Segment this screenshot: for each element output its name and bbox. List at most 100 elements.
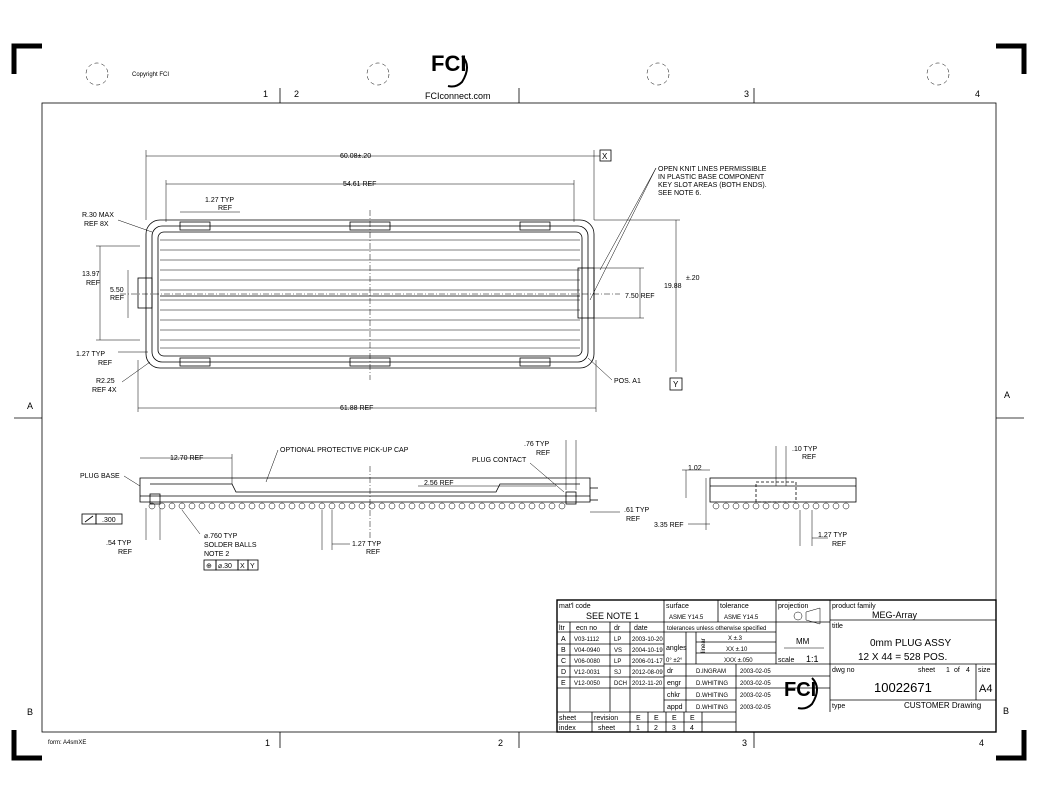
svg-text:linear: linear bbox=[701, 638, 707, 653]
svg-text:sheet: sheet bbox=[559, 715, 576, 722]
svg-text:sheet: sheet bbox=[598, 725, 615, 732]
svg-text:.10 TYP: .10 TYP bbox=[792, 446, 817, 453]
svg-text:2: 2 bbox=[498, 738, 503, 748]
svg-text:4: 4 bbox=[979, 738, 984, 748]
svg-text:REF: REF bbox=[110, 295, 124, 302]
svg-text:product family: product family bbox=[832, 603, 876, 610]
svg-text:LP: LP bbox=[614, 659, 621, 665]
svg-text:2003-10-20: 2003-10-20 bbox=[632, 637, 663, 643]
svg-text:REF: REF bbox=[98, 360, 112, 367]
dim-ref-length: 54.61 REF bbox=[343, 181, 376, 188]
svg-text:4: 4 bbox=[690, 725, 694, 732]
svg-text:19.88: 19.88 bbox=[664, 283, 682, 290]
svg-text:REF: REF bbox=[366, 549, 380, 556]
svg-text:D: D bbox=[561, 669, 566, 676]
svg-text:V03-1112: V03-1112 bbox=[574, 637, 600, 643]
title-block: mat'l code SEE NOTE 1 surface ASME Y14.5… bbox=[556, 599, 997, 733]
dim-61-88: 61.88 REF bbox=[340, 405, 373, 412]
svg-text:PLUG CONTACT: PLUG CONTACT bbox=[472, 457, 527, 464]
svg-text:KEY SLOT AREAS (BOTH ENDS).: KEY SLOT AREAS (BOTH ENDS). bbox=[658, 182, 767, 189]
svg-text:1.27 TYP: 1.27 TYP bbox=[205, 197, 234, 204]
zone-marks-bottom: 1 2 3 4 bbox=[265, 732, 984, 748]
svg-text:REF: REF bbox=[626, 516, 640, 523]
svg-text:.300: .300 bbox=[102, 517, 116, 524]
svg-text:SEE NOTE 6.: SEE NOTE 6. bbox=[658, 190, 701, 197]
svg-text:V06-0080: V06-0080 bbox=[574, 659, 601, 665]
svg-text:REF: REF bbox=[832, 541, 846, 548]
svg-text:OPEN KNIT LINES PERMISSIBLE: OPEN KNIT LINES PERMISSIBLE bbox=[658, 166, 767, 173]
svg-text:E: E bbox=[636, 715, 641, 722]
svg-text:VS: VS bbox=[614, 648, 622, 654]
svg-text:REF: REF bbox=[218, 205, 232, 212]
svg-text:angles: angles bbox=[666, 645, 687, 652]
svg-text:R2.25: R2.25 bbox=[96, 378, 115, 385]
svg-text:MEG-Array: MEG-Array bbox=[872, 610, 918, 620]
svg-text:tolerance: tolerance bbox=[720, 603, 749, 610]
svg-text:size: size bbox=[978, 667, 991, 674]
svg-text:NOTE 2: NOTE 2 bbox=[204, 551, 229, 558]
svg-text:.76 TYP: .76 TYP bbox=[524, 441, 549, 448]
svg-text:⌀.30: ⌀.30 bbox=[218, 563, 232, 570]
svg-text:REF: REF bbox=[802, 454, 816, 461]
svg-text:B: B bbox=[1003, 706, 1009, 716]
svg-text:scale: scale bbox=[778, 657, 794, 664]
datum-y: Y bbox=[673, 380, 679, 389]
svg-text:1.27 TYP: 1.27 TYP bbox=[818, 532, 847, 539]
svg-text:mat'l code: mat'l code bbox=[559, 603, 591, 610]
svg-text:X ±.3: X ±.3 bbox=[728, 636, 743, 642]
svg-text:date: date bbox=[634, 625, 648, 632]
title-block-logo: FCI bbox=[784, 677, 818, 710]
svg-text:12 X 44 = 528 POS.: 12 X 44 = 528 POS. bbox=[858, 652, 947, 663]
end-view: .10 TYP REF 1.02 3.35 REF 1.27 TYP REF bbox=[654, 446, 857, 548]
svg-text:E: E bbox=[654, 715, 659, 722]
svg-text:DCH: DCH bbox=[614, 681, 627, 687]
svg-text:1.27 TYP: 1.27 TYP bbox=[352, 541, 381, 548]
svg-text:MM: MM bbox=[796, 637, 810, 646]
svg-text:D.WHITING: D.WHITING bbox=[696, 693, 728, 699]
svg-text:ecn no: ecn no bbox=[576, 625, 597, 632]
svg-text:dr: dr bbox=[614, 625, 621, 632]
svg-text:.54 TYP: .54 TYP bbox=[106, 540, 131, 547]
svg-text:1.02: 1.02 bbox=[688, 465, 702, 472]
svg-text:type: type bbox=[832, 703, 845, 710]
svg-text:3: 3 bbox=[744, 89, 749, 99]
svg-text:sheet: sheet bbox=[918, 667, 935, 674]
fci-logo-wordmark: FCI bbox=[431, 51, 466, 76]
svg-text:3: 3 bbox=[672, 725, 676, 732]
drawing-title: 0mm PLUG ASSY bbox=[870, 638, 951, 649]
svg-text:XX ±.10: XX ±.10 bbox=[726, 647, 748, 653]
svg-text:REF 8X: REF 8X bbox=[84, 221, 109, 228]
svg-text:surface: surface bbox=[666, 603, 689, 610]
svg-text:ASME Y14.5: ASME Y14.5 bbox=[724, 615, 759, 621]
svg-text:LP: LP bbox=[614, 637, 621, 643]
signoff-table: dr D.INGRAM 2003-02-05 engr D.WHITING 20… bbox=[667, 668, 771, 711]
svg-text:dr: dr bbox=[667, 668, 674, 675]
top-view: 60.08±.20 X 54.61 REF 1.27 TYP REF R.30 … bbox=[76, 149, 767, 412]
svg-text:1:1: 1:1 bbox=[806, 654, 819, 664]
svg-text:A: A bbox=[27, 401, 33, 411]
svg-text:B: B bbox=[27, 707, 33, 717]
svg-text:2012-11-20: 2012-11-20 bbox=[632, 681, 663, 687]
svg-text:IN PLASTIC BASE COMPONENT: IN PLASTIC BASE COMPONENT bbox=[658, 174, 765, 181]
svg-text:B: B bbox=[561, 647, 566, 654]
svg-text:XXX ±.050: XXX ±.050 bbox=[724, 658, 753, 664]
title-block-logo-wordmark: FCI bbox=[784, 679, 816, 701]
drawing-frame bbox=[41, 102, 997, 733]
svg-text:A4: A4 bbox=[979, 683, 992, 695]
svg-text:appd: appd bbox=[667, 704, 683, 711]
svg-text:ltr: ltr bbox=[559, 625, 566, 632]
svg-text:of: of bbox=[954, 667, 960, 674]
form-label: form: A4smXE bbox=[48, 740, 86, 746]
svg-text:1: 1 bbox=[636, 725, 640, 732]
datum-x: X bbox=[602, 152, 608, 161]
svg-text:POS. A1: POS. A1 bbox=[614, 378, 641, 385]
svg-text:engr: engr bbox=[667, 680, 682, 687]
svg-text:2.56 REF: 2.56 REF bbox=[424, 480, 454, 487]
svg-text:index: index bbox=[559, 725, 576, 732]
svg-text:ASME Y14.5: ASME Y14.5 bbox=[669, 615, 704, 621]
zone-marks-top: 1 2 3 4 bbox=[263, 88, 980, 103]
svg-text:Y: Y bbox=[250, 563, 255, 570]
svg-text:.61 TYP: .61 TYP bbox=[624, 507, 649, 514]
svg-text:2012-08-09: 2012-08-09 bbox=[632, 670, 663, 676]
svg-text:4: 4 bbox=[966, 667, 970, 674]
